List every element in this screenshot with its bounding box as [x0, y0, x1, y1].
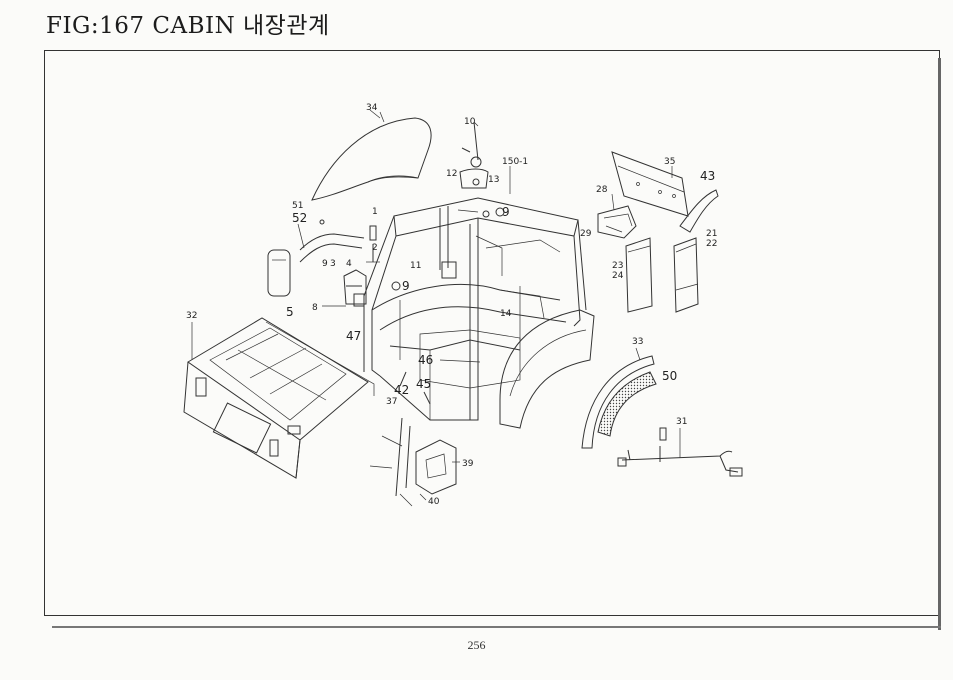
part-interior-lamp: [441, 261, 457, 279]
frame-shadow-bottom: [52, 626, 941, 628]
callout-23: 23: [612, 261, 623, 271]
part-fender-liner: [581, 355, 657, 449]
callout-28: 28: [596, 185, 608, 195]
page-number: 256: [467, 638, 486, 652]
callout-40: 40: [428, 497, 440, 507]
callout-10: 10: [464, 117, 476, 127]
frame-shadow-right: [938, 58, 941, 630]
callout-32: 32: [186, 311, 197, 321]
callout-52: 52: [292, 211, 307, 225]
part-roof-headliner: [311, 109, 432, 201]
part-cabin-frame: [363, 197, 595, 429]
callout-45: 45: [416, 377, 431, 391]
page-title: FIG:167 CABIN 내장관계: [46, 13, 330, 39]
callout-11: 11: [410, 261, 421, 271]
callout-43: 43: [700, 169, 715, 183]
callout-14: 14: [500, 309, 512, 319]
callout-5: 5: [286, 305, 294, 319]
part-mirror: [267, 249, 291, 297]
part-rear-headliner-panel: [611, 151, 689, 217]
part-side-trim: [597, 205, 637, 239]
part-mirror-arm: [299, 219, 365, 263]
callout-2: 2: [372, 243, 378, 253]
callout-21: 21: [706, 229, 717, 239]
callout-9-mid: 9: [402, 279, 410, 293]
callout-31: 31: [676, 417, 687, 427]
callout-12: 12: [446, 169, 457, 179]
callout-3: 3: [330, 259, 336, 269]
callout-22: 22: [706, 239, 717, 249]
callout-labels: 34 10 150-1 12 13 9 35 43 28 29 21 22 23…: [186, 103, 717, 507]
callout-9-left: 9: [322, 259, 328, 269]
part-door-lock: [369, 417, 457, 507]
part-small-clips: [399, 371, 431, 405]
callout-51: 51: [292, 201, 303, 211]
part-dome-light-assembly: [459, 121, 489, 189]
callout-29: 29: [580, 229, 592, 239]
part-rear-pillar-cover-right: [673, 237, 699, 313]
callout-35: 35: [664, 157, 675, 167]
part-wiring-harness: [617, 427, 743, 477]
callout-34: 34: [366, 103, 378, 113]
callout-150-1: 150-1: [502, 157, 528, 167]
part-floor-panel: [183, 317, 375, 479]
callout-1: 1: [372, 207, 378, 217]
part-trim-strip: [679, 189, 719, 233]
callout-42: 42: [394, 383, 409, 397]
callout-13: 13: [488, 175, 499, 185]
callout-37: 37: [386, 397, 397, 407]
callout-50: 50: [662, 369, 677, 383]
callout-46: 46: [418, 353, 433, 367]
part-rear-pillar-cover-left: [625, 237, 653, 313]
callout-47: 47: [346, 329, 361, 343]
part-bolt-stack: [366, 225, 380, 263]
callout-8: 8: [312, 303, 318, 313]
callout-9-upper: 9: [502, 205, 510, 219]
callout-4: 4: [346, 259, 352, 269]
callout-24: 24: [612, 271, 624, 281]
part-fastener-9: [391, 210, 490, 291]
callout-33: 33: [632, 337, 643, 347]
callout-39: 39: [462, 459, 474, 469]
part-bracket: [343, 269, 367, 307]
